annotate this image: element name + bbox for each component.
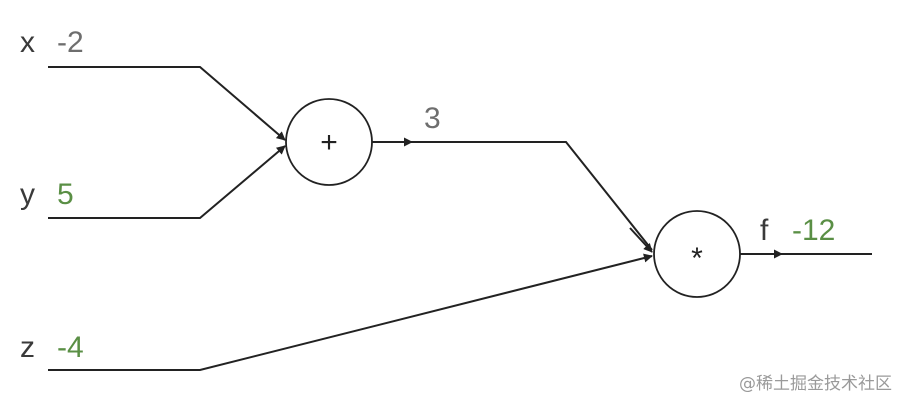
multiply-symbol: * bbox=[691, 242, 703, 275]
output-value: -12 bbox=[792, 214, 835, 247]
edge-y-to-add bbox=[48, 145, 286, 219]
multiply-node: * bbox=[653, 210, 741, 298]
output-name: f bbox=[760, 214, 769, 247]
input-z-name: z bbox=[20, 331, 35, 364]
input-z-value: -4 bbox=[57, 331, 84, 364]
edge-x-to-add bbox=[48, 66, 286, 141]
edge-mul-arrowhead bbox=[629, 227, 653, 253]
edge-z-to-mul bbox=[48, 253, 653, 371]
input-y-value: 5 bbox=[57, 178, 74, 211]
add-symbol: + bbox=[320, 126, 338, 159]
input-x-value: -2 bbox=[57, 26, 84, 59]
add-output-value: 3 bbox=[424, 102, 441, 135]
watermark: @稀土掘金技术社区 bbox=[739, 374, 892, 394]
input-x-name: x bbox=[20, 26, 35, 59]
input-y-name: y bbox=[20, 178, 35, 211]
edge-add-to-mul bbox=[372, 141, 653, 251]
add-node: + bbox=[285, 98, 373, 186]
